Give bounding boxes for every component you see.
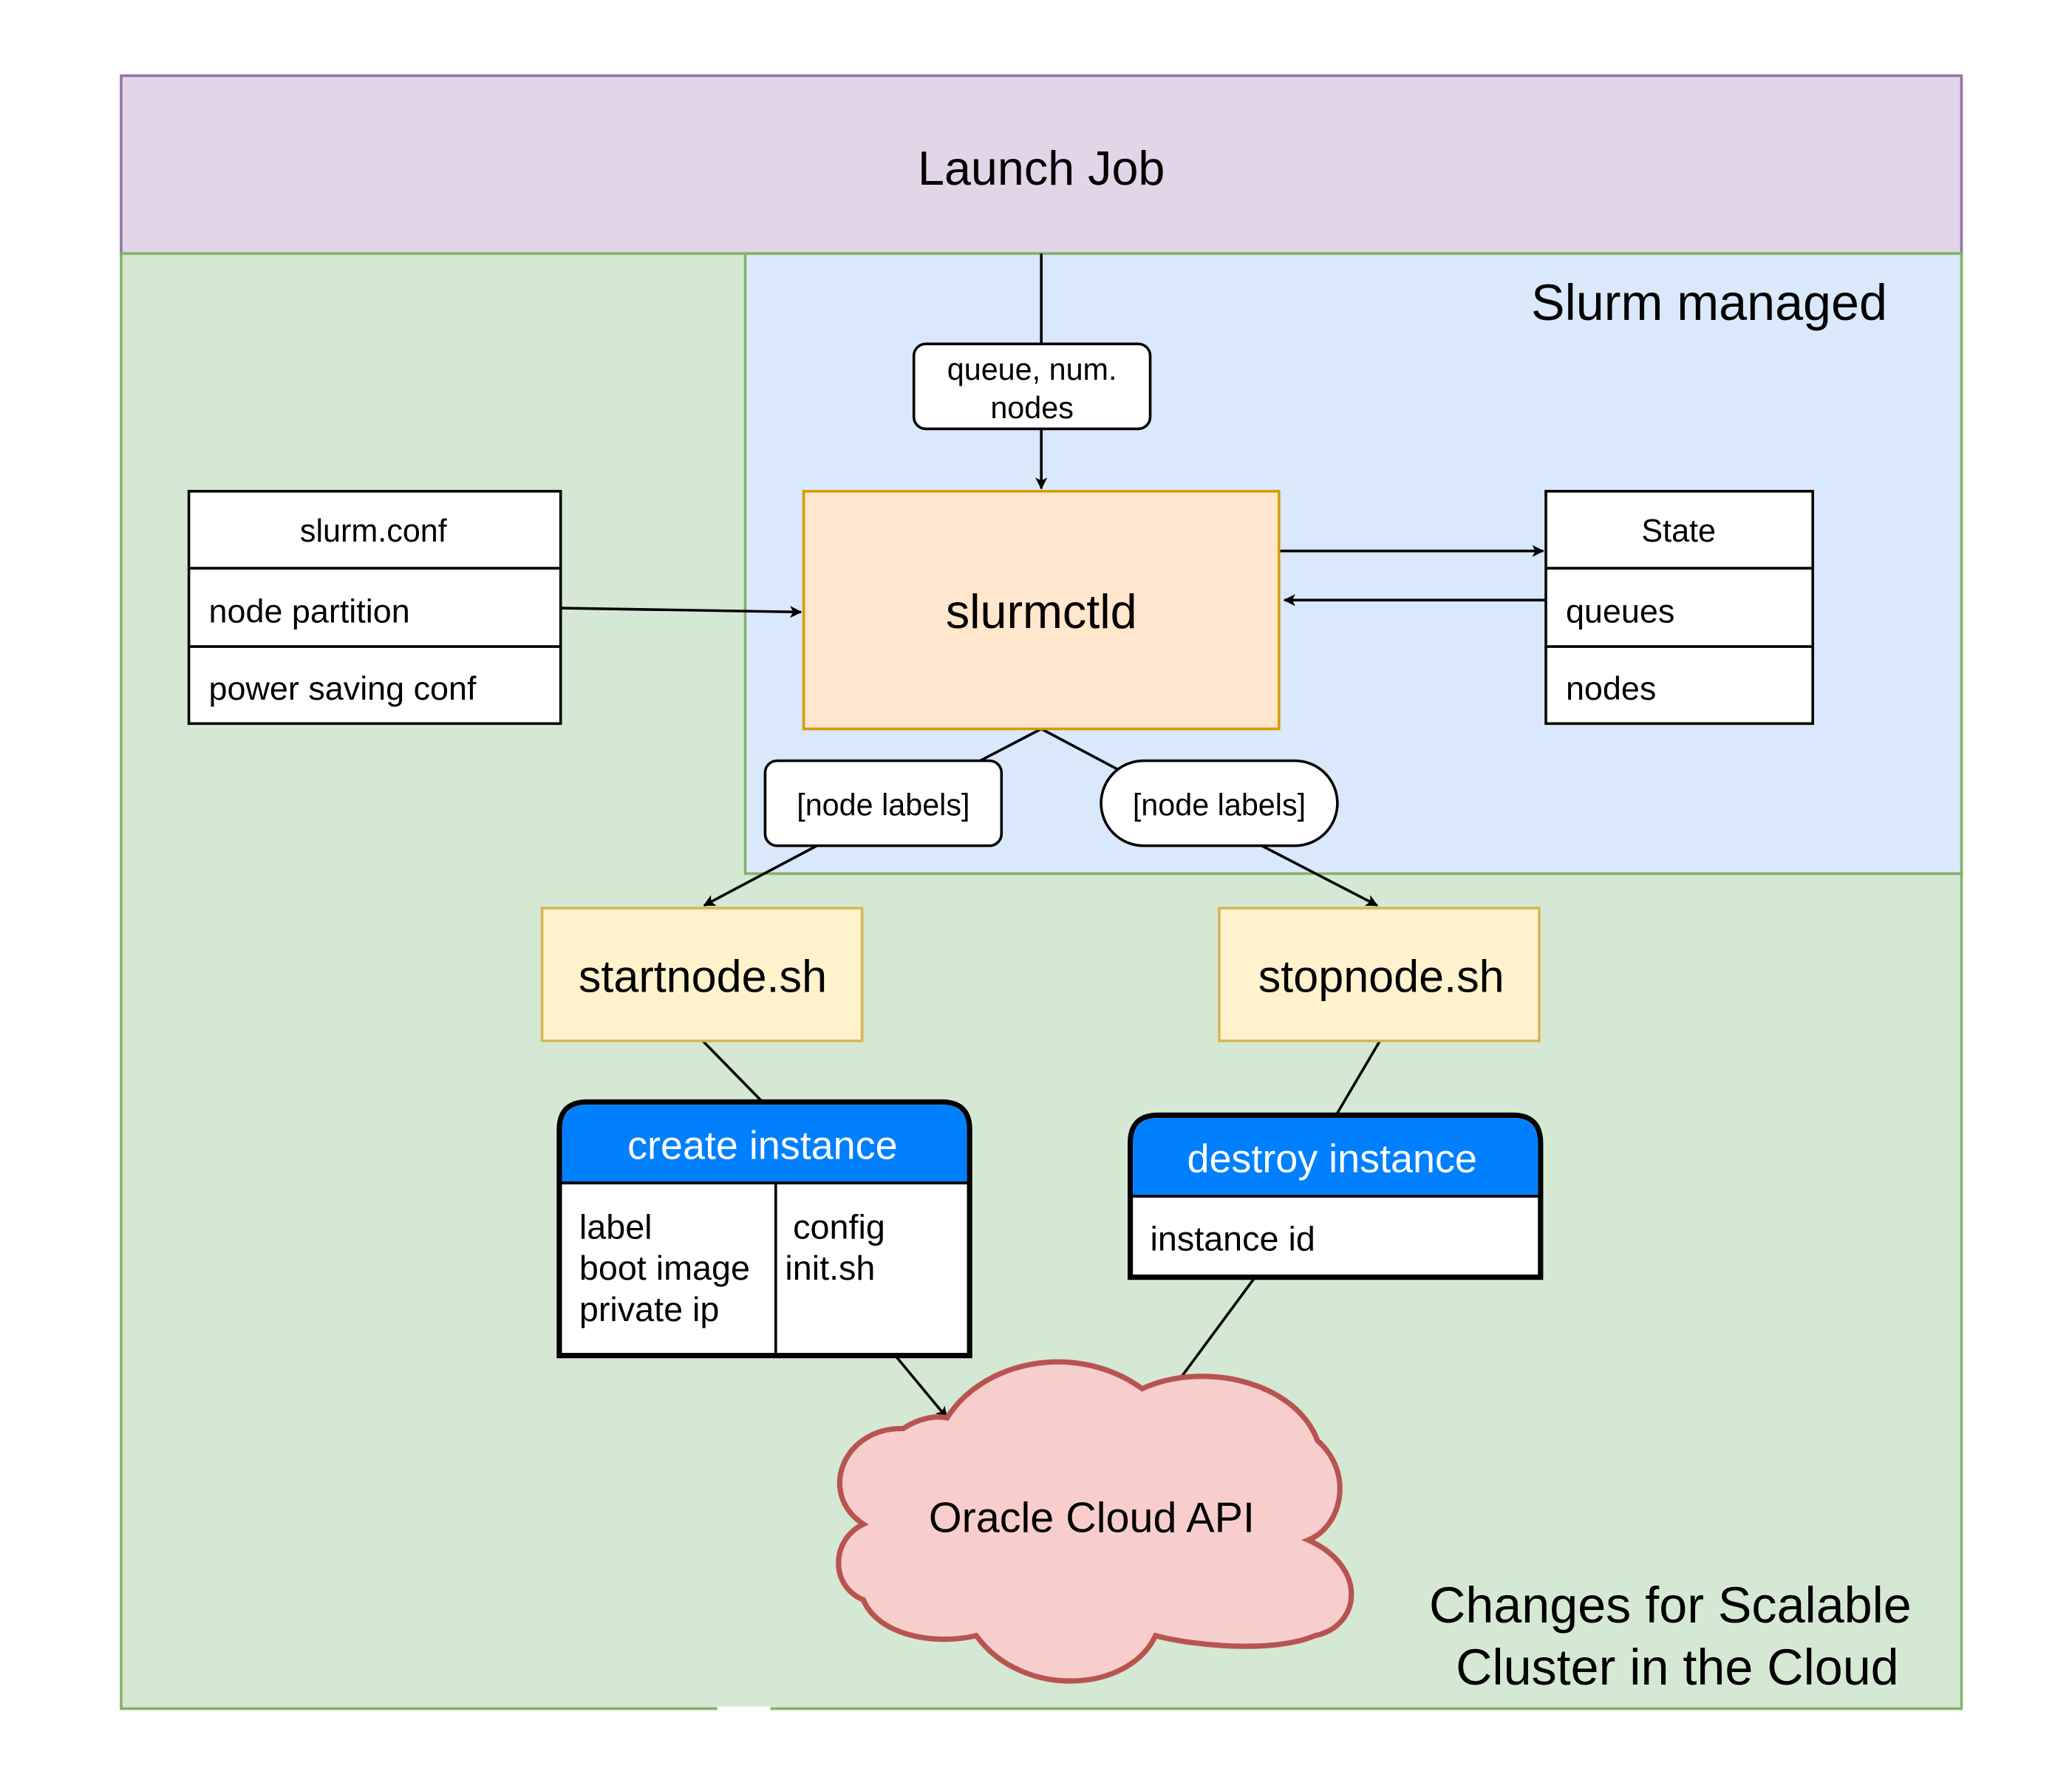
edge-label-queue: queue, num. nodes: [912, 342, 1152, 431]
edge-label-stop-text: [node labels]: [1133, 788, 1306, 822]
state-table[interactable]: State queues nodes: [1544, 490, 1814, 726]
slurm-conf-row-node-partition: node partition: [209, 593, 410, 630]
create-instance-title: create instance: [627, 1124, 897, 1168]
startnode-box[interactable]: startnode.sh: [540, 907, 864, 1043]
slurm-managed-label: Slurm managed: [1531, 275, 1887, 331]
slurmctld-box[interactable]: slurmctld: [802, 490, 1281, 731]
slurm-conf-title: slurm.conf: [300, 514, 448, 549]
slurm-conf-row-power-saving: power saving conf: [209, 669, 477, 707]
state-row-nodes: nodes: [1566, 669, 1656, 707]
create-instance-param-config: config: [793, 1207, 885, 1246]
edge-label-stop: [node labels]: [1100, 759, 1339, 847]
state-row-queues: queues: [1566, 593, 1674, 630]
edge-create-to-cloud: [894, 1354, 948, 1419]
edge-label-start: [node labels]: [763, 759, 1003, 847]
create-instance-param-init: init.sh: [785, 1249, 875, 1287]
create-instance-box[interactable]: create instance label boot image private…: [556, 1099, 972, 1359]
create-instance-param-label: label: [579, 1207, 652, 1246]
edge-stopnode-to-destroy: [1335, 1040, 1381, 1116]
edge-startnode-to-create: [701, 1040, 764, 1103]
edge-label-start-text: [node labels]: [797, 788, 969, 822]
destroy-instance-param-id: instance id: [1151, 1220, 1315, 1258]
edge-label-queue-line-2: nodes: [990, 391, 1074, 425]
startnode-label: startnode.sh: [579, 951, 827, 1001]
destroy-instance-title: destroy instance: [1187, 1137, 1476, 1181]
edge-conf-to-slurmctld: [560, 606, 802, 618]
launch-job-box[interactable]: Launch Job: [120, 74, 1963, 256]
state-title: State: [1641, 514, 1716, 549]
launch-job-label: Launch Job: [918, 141, 1165, 195]
cloud-changes-line-1: Changes for Scalable: [1429, 1577, 1912, 1634]
cloud-changes-line-2: Cluster in the Cloud: [1456, 1640, 1899, 1696]
oracle-cloud-api[interactable]: Oracle Cloud API: [836, 1359, 1354, 1684]
slurmctld-label: slurmctld: [946, 584, 1137, 638]
edge-label-queue-line-1: queue, num.: [947, 352, 1117, 386]
slurm-conf-table[interactable]: slurm.conf node partition power saving c…: [187, 490, 562, 726]
destroy-instance-box[interactable]: destroy instance instance id: [1127, 1112, 1544, 1280]
create-instance-param-boot-image: boot image: [579, 1249, 750, 1287]
create-instance-param-private-ip: private ip: [579, 1290, 720, 1328]
stopnode-label: stopnode.sh: [1258, 951, 1504, 1001]
cloud-shape: [836, 1359, 1354, 1684]
cloud-changes-label: Changes for Scalable Cluster in the Clou…: [1429, 1577, 1926, 1696]
oracle-cloud-label: Oracle Cloud API: [929, 1495, 1255, 1542]
stopnode-box[interactable]: stopnode.sh: [1218, 907, 1541, 1043]
